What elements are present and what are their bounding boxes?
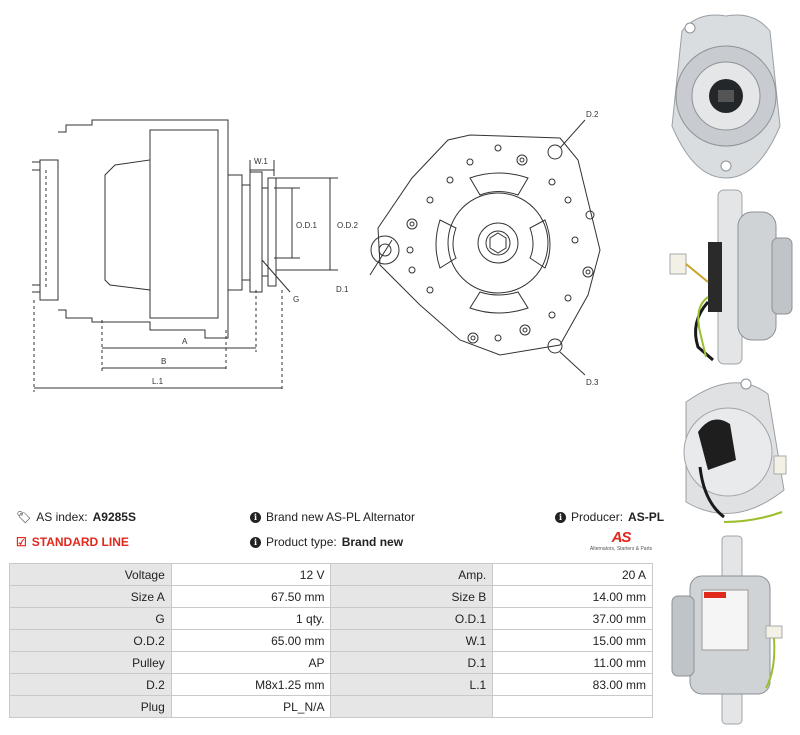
producer: i Producer: AS-PL — [555, 510, 664, 524]
label-d2: D.2 — [586, 110, 599, 119]
spec-value: 12 V — [170, 563, 332, 586]
product-photo-rear — [683, 378, 787, 523]
spec-label: Voltage — [9, 563, 172, 586]
spec-value: 14.00 mm — [492, 585, 653, 608]
product-type-value: Brand new — [341, 535, 404, 549]
spec-label — [330, 695, 494, 718]
standard-line-label: STANDARD LINE — [31, 535, 129, 549]
label-od2: O.D.2 — [337, 221, 358, 230]
table-row: Plug PL_N/A — [9, 695, 653, 718]
info-icon: i — [555, 511, 566, 523]
logo-mark: AS — [611, 529, 632, 546]
table-row: Voltage 12 V Amp. 20 A — [9, 563, 653, 586]
spec-label: Pulley — [9, 651, 172, 674]
spec-label: G — [9, 607, 172, 630]
spec-label: L.1 — [330, 673, 494, 696]
table-row: Pulley AP D.1 11.00 mm — [9, 651, 653, 674]
product-photo-side — [669, 189, 793, 365]
spec-label: Plug — [9, 695, 172, 718]
spec-label: Size A — [9, 585, 172, 608]
table-row: Size A 67.50 mm Size B 14.00 mm — [9, 585, 653, 608]
label-d1: D.1 — [336, 285, 349, 294]
check-icon: ☑ — [16, 535, 27, 549]
producer-value: AS-PL — [628, 510, 665, 524]
label-g: G — [293, 295, 299, 304]
spec-value: 1 qty. — [170, 607, 332, 630]
spec-value: 67.50 mm — [170, 585, 332, 608]
spec-label: D.2 — [9, 673, 172, 696]
logo-tagline: Alternators, Starters & Parts — [589, 546, 653, 552]
product-photo-label-side — [671, 535, 783, 725]
product-type: i Product type: Brand new — [250, 535, 403, 549]
product-type-label: Product type: — [266, 535, 337, 549]
description-text: Brand new AS-PL Alternator — [266, 510, 415, 524]
label-w1: W.1 — [254, 157, 268, 166]
spec-value: AP — [170, 651, 332, 674]
brand-logo: AS Alternators, Starters & Parts — [586, 529, 656, 552]
spec-label: O.D.1 — [330, 607, 494, 630]
spec-value: 11.00 mm — [492, 651, 653, 674]
table-row: O.D.2 65.00 mm W.1 15.00 mm — [9, 629, 653, 652]
specs-table: Voltage 12 V Amp. 20 A Size A 67.50 mm S… — [9, 563, 653, 718]
spec-value: PL_N/A — [170, 695, 332, 718]
spec-value: 65.00 mm — [170, 629, 332, 652]
spec-value: 83.00 mm — [492, 673, 653, 696]
technical-drawing: W.1 O.D.1 O.D.2 G A B L.1 D.1 D.2 D.3 — [32, 110, 601, 392]
table-row: G 1 qty. O.D.1 37.00 mm — [9, 607, 653, 630]
label-od1: O.D.1 — [296, 221, 317, 230]
spec-value: M8x1.25 mm — [170, 673, 332, 696]
tag-icon: 🏷 — [16, 510, 32, 524]
spec-value — [492, 695, 653, 718]
producer-label: Producer: — [571, 510, 624, 524]
spec-value: 15.00 mm — [492, 629, 653, 652]
spec-label: Size B — [330, 585, 494, 608]
label-b: B — [161, 357, 166, 366]
as-index-value: A9285S — [92, 510, 136, 524]
standard-line: ☑ STANDARD LINE — [16, 535, 129, 549]
spec-value: 20 A — [492, 563, 653, 586]
label-d3: D.3 — [586, 378, 599, 387]
spec-label: D.1 — [330, 651, 494, 674]
info-icon: i — [250, 536, 261, 548]
spec-label: O.D.2 — [9, 629, 172, 652]
as-index: 🏷 AS index: A9285S — [16, 510, 136, 524]
table-row: D.2 M8x1.25 mm L.1 83.00 mm — [9, 673, 653, 696]
as-index-label: AS index: — [36, 510, 88, 524]
label-l1: L.1 — [152, 377, 164, 386]
label-a: A — [182, 337, 188, 346]
product-photo-front — [671, 14, 781, 179]
info-icon: i — [250, 511, 261, 523]
spec-value: 37.00 mm — [492, 607, 653, 630]
product-description: i Brand new AS-PL Alternator — [250, 510, 415, 524]
spec-label: W.1 — [330, 629, 494, 652]
spec-label: Amp. — [330, 563, 494, 586]
